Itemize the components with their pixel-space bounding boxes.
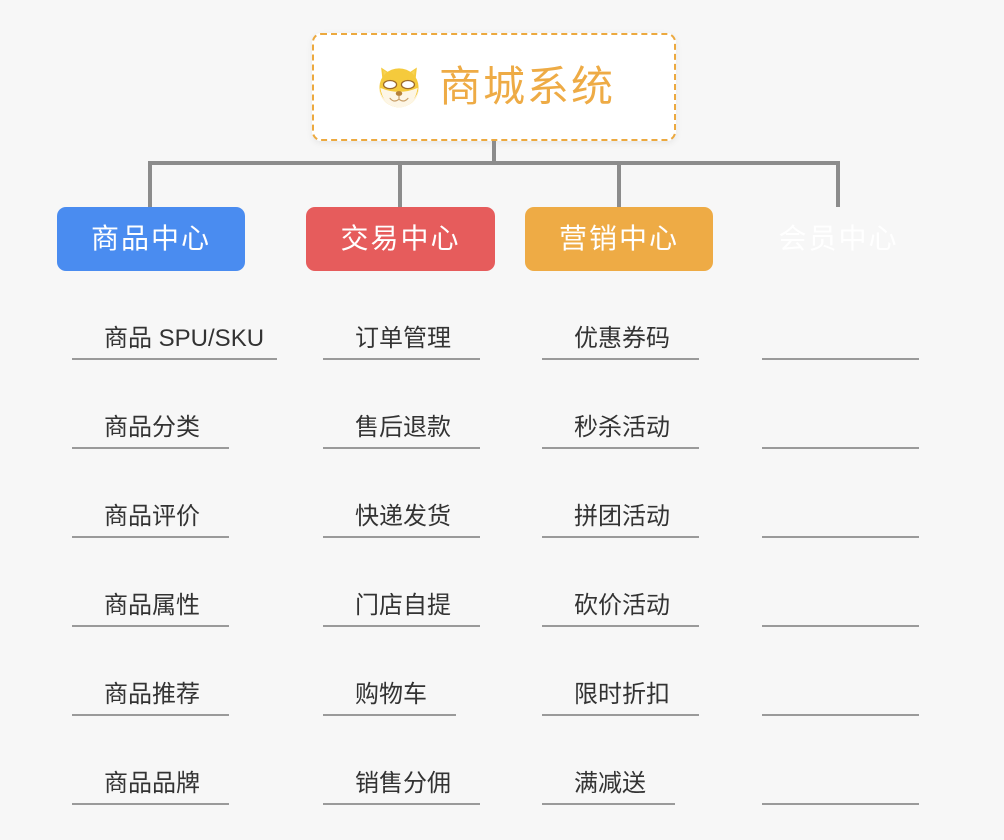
leaf-item[interactable]: 商品属性 <box>72 538 229 627</box>
leaf-label: 商品分类 <box>104 413 200 441</box>
leaf-item[interactable] <box>762 716 919 805</box>
drop-connector-2 <box>398 161 402 207</box>
leaf-item[interactable]: 商品评价 <box>72 449 229 538</box>
leaf-item[interactable]: 优惠券码 <box>542 271 699 360</box>
leaf-item[interactable]: 销售分佣 <box>323 716 480 805</box>
category-box-marketing[interactable]: 营销中心 <box>525 207 713 271</box>
leaf-label: 商品评价 <box>104 502 200 530</box>
root-node[interactable]: 商城系统 <box>312 33 676 141</box>
category-label: 营销中心 <box>558 223 679 254</box>
leaf-label <box>762 708 794 714</box>
leaf-label <box>762 619 794 625</box>
leaf-label: 订单管理 <box>355 324 451 352</box>
drop-connector-3 <box>617 161 621 207</box>
leaf-item[interactable]: 购物车 <box>323 627 456 716</box>
leaf-item[interactable]: 砍价活动 <box>542 538 699 627</box>
leaf-label: 销售分佣 <box>355 769 451 797</box>
leaf-label: 秒杀活动 <box>574 413 670 441</box>
root-title: 商城系统 <box>438 63 615 110</box>
leaf-item[interactable] <box>762 538 919 627</box>
category-label: 商品中心 <box>90 223 211 254</box>
category-label: 会员中心 <box>778 223 899 254</box>
drop-connector-4 <box>836 161 840 207</box>
leaf-label <box>762 352 794 358</box>
leaf-item[interactable] <box>762 360 919 449</box>
leaf-item[interactable]: 门店自提 <box>323 538 480 627</box>
leaf-item[interactable]: 订单管理 <box>323 271 480 360</box>
leaf-label <box>762 797 794 803</box>
leaf-item[interactable]: 拼团活动 <box>542 449 699 538</box>
leaf-item[interactable]: 商品分类 <box>72 360 229 449</box>
leaf-item[interactable] <box>762 271 919 360</box>
leaf-label: 拼团活动 <box>574 502 670 530</box>
category-box-product[interactable]: 商品中心 <box>57 207 245 271</box>
leaf-item[interactable] <box>762 627 919 716</box>
leaf-item[interactable]: 商品推荐 <box>72 627 229 716</box>
leaf-label: 限时折扣 <box>574 680 670 708</box>
leaf-item[interactable]: 商品品牌 <box>72 716 229 805</box>
leaf-label: 门店自提 <box>355 591 451 619</box>
root-stem-connector <box>492 141 496 163</box>
leaf-item[interactable]: 秒杀活动 <box>542 360 699 449</box>
leaf-label: 售后退款 <box>355 413 451 441</box>
category-box-member[interactable]: 会员中心 <box>745 207 932 271</box>
leaf-item[interactable]: 满减送 <box>542 716 675 805</box>
leaf-label: 商品推荐 <box>104 680 200 708</box>
leaf-label: 商品品牌 <box>104 769 200 797</box>
leaf-label <box>762 530 794 536</box>
leaf-label: 购物车 <box>355 680 427 708</box>
leaf-item[interactable]: 快递发货 <box>323 449 480 538</box>
leaf-label: 砍价活动 <box>574 591 670 619</box>
shiba-dog-face-icon <box>379 67 419 108</box>
leaf-label <box>762 441 794 447</box>
category-box-trade[interactable]: 交易中心 <box>306 207 495 271</box>
bus-connector <box>150 161 840 165</box>
leaf-label: 商品属性 <box>104 591 200 619</box>
leaf-label: 商品 SPU/SKU <box>104 324 265 352</box>
leaf-item[interactable]: 售后退款 <box>323 360 480 449</box>
category-label: 交易中心 <box>340 223 461 254</box>
drop-connector-1 <box>148 161 152 207</box>
leaf-label: 满减送 <box>574 769 646 797</box>
leaf-item[interactable] <box>762 449 919 538</box>
leaf-label: 快递发货 <box>355 502 451 530</box>
leaf-item[interactable]: 商品 SPU/SKU <box>72 271 277 360</box>
leaf-label: 优惠券码 <box>574 324 670 352</box>
leaf-item[interactable]: 限时折扣 <box>542 627 699 716</box>
